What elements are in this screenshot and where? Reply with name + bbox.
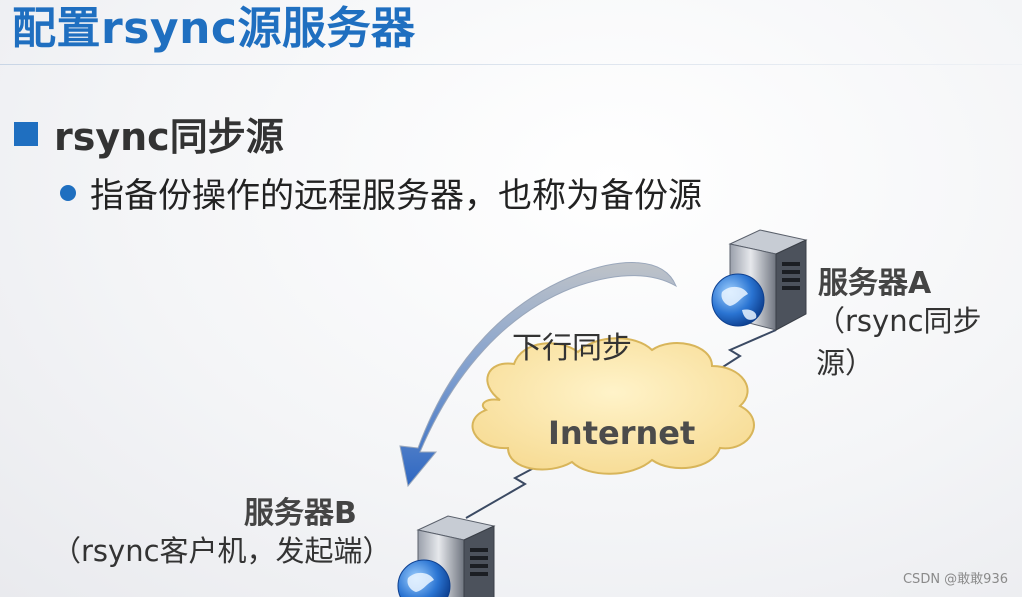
- bullet-level1-text: rsync同步源: [54, 115, 284, 159]
- slide-title: 配置rsync源服务器: [12, 3, 416, 54]
- down-sync-label: 下行同步: [512, 331, 632, 366]
- watermark: CSDN @敢敢936: [902, 572, 1008, 587]
- server-a-role: （rsync同步源）: [816, 304, 982, 380]
- square-bullet-icon: [14, 121, 38, 146]
- bullet-level2: 指备份操作的远程服务器，也称为备份源: [60, 168, 702, 217]
- server-b-name: 服务器B: [244, 496, 357, 531]
- bullet-level1: rsync同步源: [14, 106, 284, 161]
- down-sync-arrow: [399, 262, 677, 488]
- internet-cloud: [471, 337, 755, 475]
- round-bullet-icon: [60, 184, 76, 201]
- title-divider: [0, 64, 1022, 65]
- internet-label: Internet: [548, 414, 696, 452]
- server-b-icon: [397, 515, 496, 597]
- server-a-name: 服务器A: [818, 266, 932, 301]
- server-a-icon: [711, 229, 808, 331]
- bullet-level2-text: 指备份操作的远程服务器，也称为备份源: [90, 176, 702, 216]
- server-b-role: （rsync客户机，发起端）: [52, 534, 392, 568]
- link-internet-to-b: [465, 461, 546, 519]
